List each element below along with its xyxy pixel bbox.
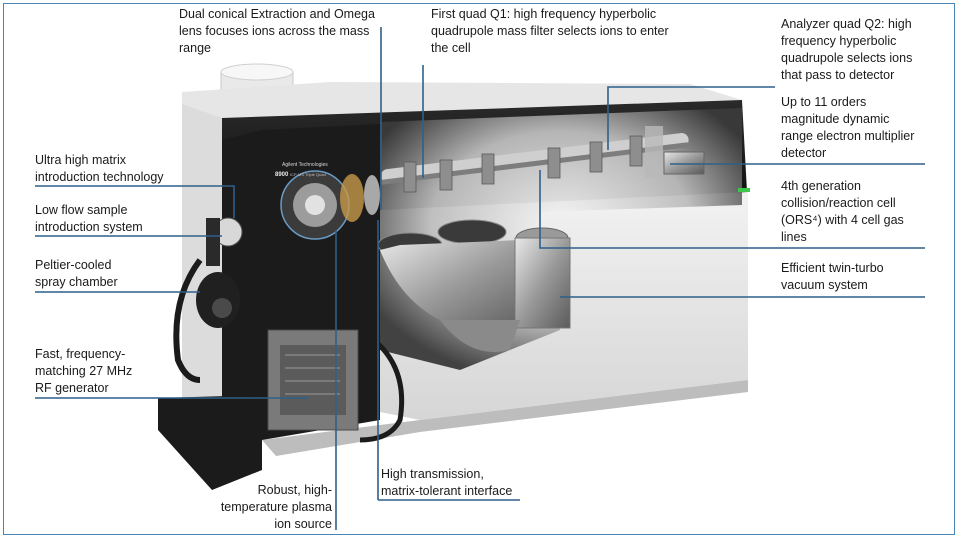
status-led	[738, 188, 750, 192]
leader-lines	[35, 27, 925, 530]
callout-rf: Fast, frequency- matching 27 MHz RF gene…	[35, 347, 133, 395]
callout-q2: Analyzer quad Q2: high frequency hyperbo…	[781, 17, 913, 82]
autosampler-tray	[158, 395, 262, 490]
callout-q1: First quad Q1: high frequency hyperbolic…	[431, 7, 669, 55]
rf-generator	[267, 329, 359, 431]
brand-label: Agilent Technologies	[282, 162, 328, 168]
callout-detector: Up to 11 orders magnitude dynamic range …	[781, 95, 915, 160]
callout-low-flow: Low flow sample introduction system	[35, 203, 143, 234]
callout-plasma: Robust, high- temperature plasma ion sou…	[220, 483, 332, 531]
diagram-border	[3, 3, 955, 535]
callout-extraction-lens: Dual conical Extraction and Omega lens f…	[179, 7, 375, 55]
callout-cell: 4th generation collision/reaction cell (…	[781, 179, 904, 244]
model-subtitle-label: ICP-MS Triple Quad	[290, 172, 326, 177]
model-label: 8900	[275, 172, 289, 178]
interface-cones	[280, 170, 380, 240]
callout-peltier: Peltier-cooled spray chamber	[35, 258, 118, 289]
callout-matrix: Ultra high matrix introduction technolog…	[35, 153, 164, 184]
callout-interface: High transmission, matrix-tolerant inter…	[381, 467, 513, 498]
quadrupole-assembly	[380, 126, 705, 193]
sample-introduction	[173, 217, 405, 443]
callout-turbo: Efficient twin-turbo vacuum system	[781, 261, 884, 292]
twin-turbo-pumps	[377, 219, 571, 352]
